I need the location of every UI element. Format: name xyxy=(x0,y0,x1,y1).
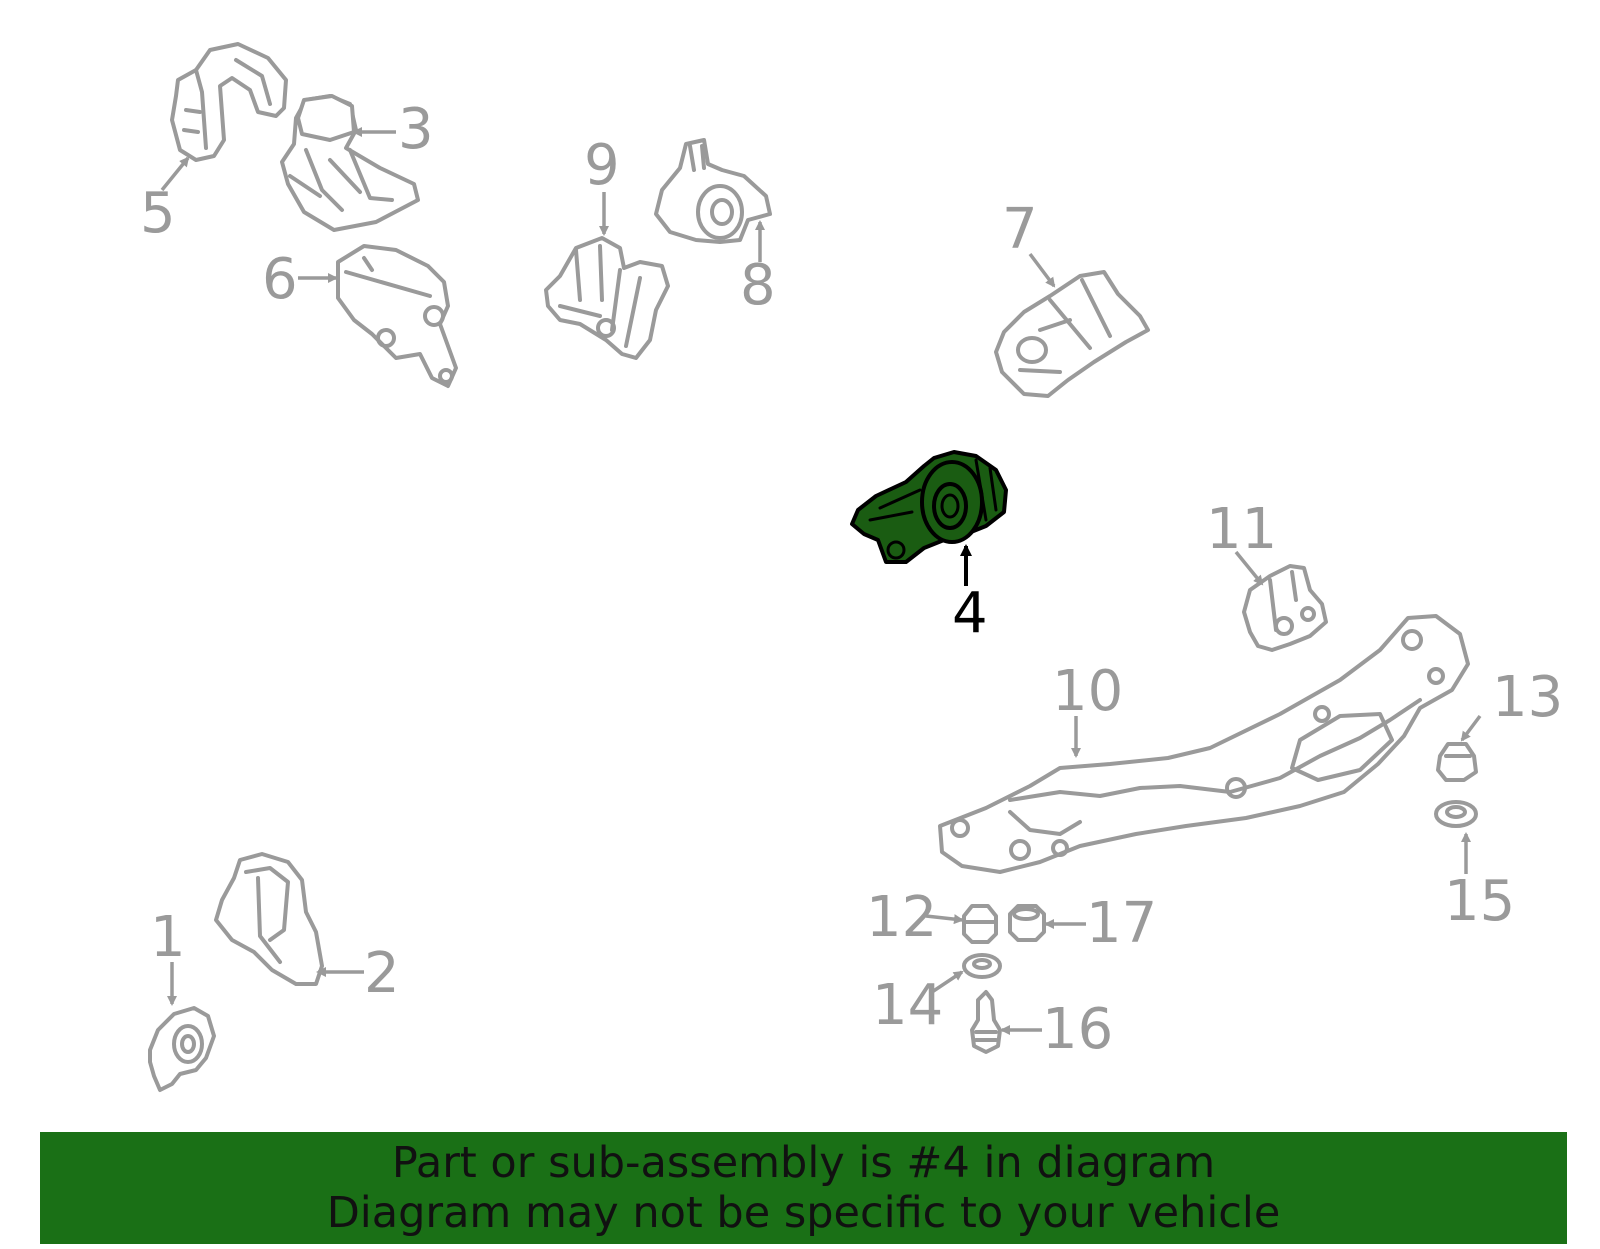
callout-14: 14 xyxy=(872,973,943,1038)
part-2-bracket xyxy=(214,852,324,986)
part-16-bolt xyxy=(970,990,1002,1054)
part-7-bracket xyxy=(994,270,1150,398)
callout-8: 8 xyxy=(740,253,776,318)
banner-line-2: Diagram may not be specific to your vehi… xyxy=(326,1188,1281,1238)
part-6-bracket xyxy=(336,244,458,388)
banner-line-1: Part or sub-assembly is #4 in diagram xyxy=(391,1138,1216,1188)
callout-6: 6 xyxy=(262,247,298,312)
callout-2: 2 xyxy=(364,941,400,1006)
part-3-mount xyxy=(280,94,420,232)
leader-7 xyxy=(1028,252,1056,288)
callout-12: 12 xyxy=(866,885,937,950)
part-11-bracket xyxy=(1242,564,1328,652)
part-17-bushing xyxy=(1008,904,1046,942)
part-12-bushing xyxy=(962,904,998,944)
part-5-bracket xyxy=(170,42,288,162)
part-10-crossmember xyxy=(938,614,1470,874)
part-8-mount xyxy=(654,138,772,244)
callout-7: 7 xyxy=(1002,197,1038,262)
callout-15: 15 xyxy=(1444,869,1515,934)
callout-11: 11 xyxy=(1206,497,1277,562)
callout-1: 1 xyxy=(150,905,186,970)
part-9-bracket xyxy=(544,236,670,360)
part-13-nut xyxy=(1436,742,1478,782)
leader-11 xyxy=(1234,550,1264,586)
leader-12 xyxy=(925,914,964,925)
leader-14 xyxy=(931,970,964,994)
callout-9: 9 xyxy=(584,133,620,198)
callout-17: 17 xyxy=(1086,891,1157,956)
leader-13 xyxy=(1460,714,1482,742)
info-banner: Part or sub-assembly is #4 in diagram Di… xyxy=(40,1132,1567,1244)
part-15-washer xyxy=(1434,800,1478,828)
callout-10: 10 xyxy=(1052,659,1123,724)
callout-4: 4 xyxy=(952,581,988,646)
part-1-mount xyxy=(148,1006,216,1092)
callout-5: 5 xyxy=(140,181,176,246)
leader-5 xyxy=(160,156,190,192)
callout-13: 13 xyxy=(1492,665,1563,730)
callout-3: 3 xyxy=(398,97,434,162)
callout-16: 16 xyxy=(1042,997,1113,1062)
part-14-washer xyxy=(962,953,1002,979)
part-4-mount-highlighted xyxy=(850,450,1008,564)
